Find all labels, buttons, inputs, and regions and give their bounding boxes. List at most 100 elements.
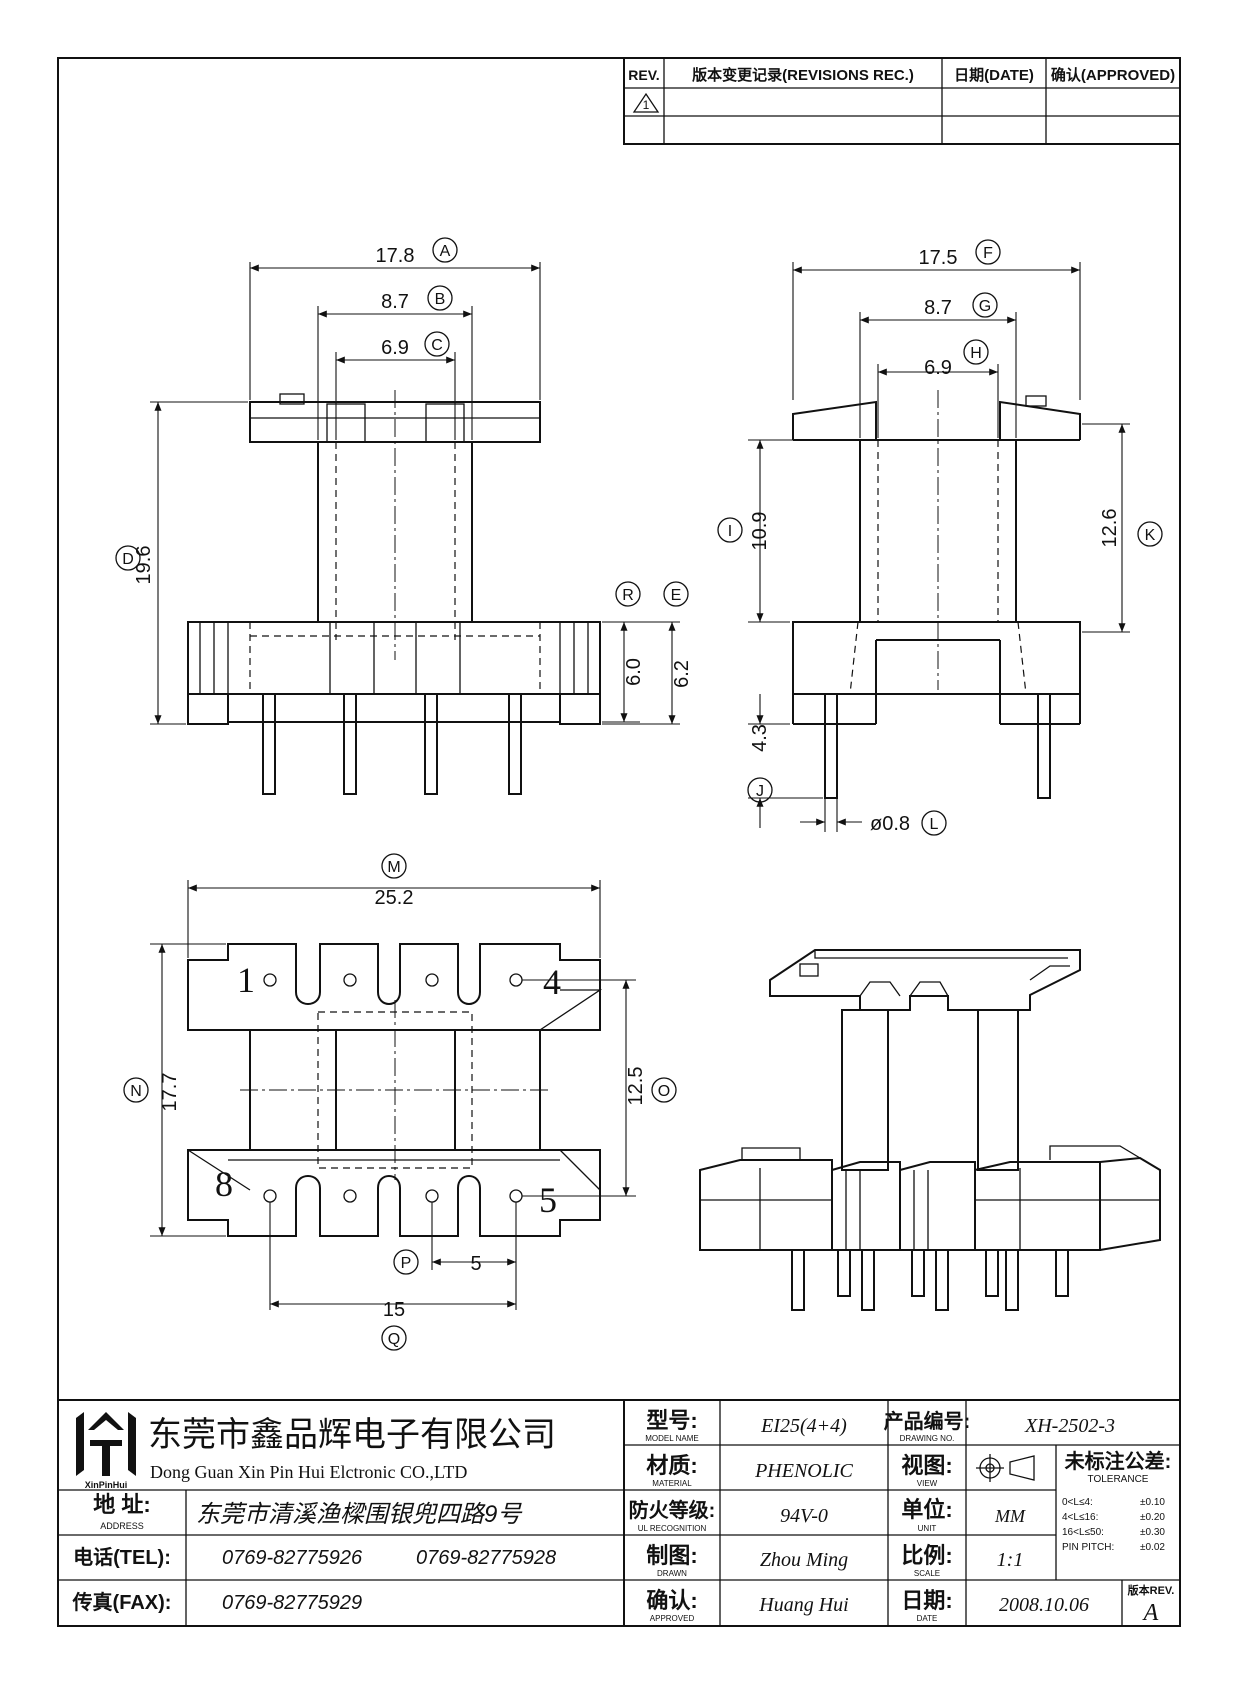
ul-label: 防火等级: <box>629 1498 716 1522</box>
drawn-label: 制图: <box>646 1543 697 1568</box>
dim-d-value: 19.6 <box>133 546 155 585</box>
scale-value: 1:1 <box>997 1549 1024 1571</box>
tolerance-sub: TOLERANCE <box>1088 1474 1149 1485</box>
tel-label: 电话(TEL): <box>73 1546 171 1569</box>
dim-c-tag: C <box>431 337 443 354</box>
date-value: 2008.10.06 <box>999 1594 1089 1616</box>
dim-l-tag: L <box>930 816 939 833</box>
address-label: 地 址: <box>93 1492 150 1517</box>
date-label: 日期: <box>901 1588 952 1613</box>
unit-label-sub: UNIT <box>918 1524 937 1533</box>
scale-label-sub: SCALE <box>914 1569 940 1578</box>
drawing-no-label-sub: DRAWING NO. <box>900 1434 955 1443</box>
dim-q-value: 15 <box>383 1299 405 1321</box>
unit-value: MM <box>994 1506 1026 1526</box>
dim-k-value: 12.6 <box>1099 509 1121 548</box>
pin-label-5: 5 <box>539 1180 557 1220</box>
dim-a-tag: A <box>440 243 451 260</box>
tolerance-range-1: 0<L≤4: <box>1062 1497 1093 1508</box>
dim-o-value: 12.5 <box>625 1067 647 1106</box>
model-value: EI25(4+4) <box>760 1415 847 1437</box>
pin-label-8: 8 <box>215 1164 233 1204</box>
tel-value-2: 0769-82775928 <box>416 1547 556 1569</box>
dim-r-tag: R <box>622 587 634 604</box>
tolerance-range-2: 4<L≤16: <box>1062 1512 1098 1523</box>
dim-f-value: 17.5 <box>919 247 958 269</box>
view-label-sub: VIEW <box>917 1479 938 1488</box>
date-header: 日期(DATE) <box>954 66 1034 84</box>
dim-p-tag: P <box>401 1255 412 1272</box>
company-name-en: Dong Guan Xin Pin Hui Elctronic CO.,LTD <box>150 1462 467 1482</box>
dim-k-tag: K <box>1145 527 1156 544</box>
sheet-border <box>57 57 1181 1627</box>
fax-label: 传真(FAX): <box>72 1590 172 1614</box>
logo-text: XinPinHui <box>85 1480 128 1490</box>
model-label-sub: MODEL NAME <box>645 1434 699 1443</box>
dim-a-value: 17.8 <box>376 245 415 267</box>
side-view-dimensions: 17.5 F 8.7 G 6.9 H 10.9 I 12.6 K 4.3 J <box>717 239 1163 836</box>
pin-label-4: 4 <box>543 962 561 1002</box>
dim-g-tag: G <box>979 298 991 315</box>
revision-label: 版本REV. <box>1128 1583 1175 1597</box>
bottom-view: 1 4 8 5 <box>187 943 603 1237</box>
front-view <box>187 390 601 795</box>
view-label: 视图: <box>901 1453 952 1478</box>
approved-label-sub: APPROVED <box>650 1614 695 1623</box>
title-block: XinPinHui 东莞市鑫品辉电子有限公司 Dong Guan Xin Pin… <box>57 1399 1181 1627</box>
side-view <box>792 390 1081 799</box>
dim-e-tag: E <box>671 587 682 604</box>
revision-triangle-icon <box>632 92 660 113</box>
drawn-label-sub: DRAWN <box>657 1569 687 1578</box>
tolerance-value-2: ±0.20 <box>1140 1512 1165 1523</box>
bottom-view-dimensions: 25.2 M 17.7 N 12.5 O 5 P 15 Q <box>123 853 677 1351</box>
dim-b-tag: B <box>435 291 446 308</box>
dim-m-tag: M <box>387 859 400 876</box>
fax-value: 0769-82775929 <box>222 1592 362 1614</box>
tolerance-value-3: ±0.30 <box>1140 1527 1165 1538</box>
dim-f-tag: F <box>983 245 993 262</box>
isometric-view <box>699 949 1161 1311</box>
company-logo: XinPinHui <box>76 1412 136 1490</box>
material-label-sub: MATERIAL <box>652 1479 692 1488</box>
address-label-sub: ADDRESS <box>100 1521 144 1531</box>
dim-j-value: 4.3 <box>749 724 771 752</box>
dim-q-tag: Q <box>388 1331 400 1348</box>
dim-i-value: 10.9 <box>749 512 771 551</box>
dim-l-value: ø0.8 <box>870 813 910 835</box>
approved-value: Huang Hui <box>758 1594 848 1616</box>
approved-header: 确认(APPROVED) <box>1051 66 1175 84</box>
ul-label-sub: UL RECOGNITION <box>638 1524 707 1533</box>
front-view-dimensions: 17.8 A 8.7 B 6.9 C 19.6 D 6.0 R 6.2 E <box>115 237 693 725</box>
revision-row-1-number: 1 <box>643 98 650 112</box>
dim-h-value: 6.9 <box>924 357 952 379</box>
drawing-no-value: XH-2502-3 <box>1024 1415 1115 1437</box>
rev-header: REV. <box>628 67 659 83</box>
dim-g-value: 8.7 <box>924 297 952 319</box>
tolerance-range-3: 16<L≤50: <box>1062 1527 1104 1538</box>
dim-o-tag: O <box>658 1083 670 1100</box>
address-value: 东莞市清溪渔樑围银兜四路9号 <box>196 1501 523 1528</box>
dim-e-value: 6.2 <box>671 660 693 688</box>
revision-block: REV. 版本变更记录(REVISIONS REC.) 日期(DATE) 确认(… <box>623 57 1181 145</box>
approved-label: 确认: <box>646 1588 697 1613</box>
dim-i-tag: I <box>728 523 732 540</box>
projection-symbol-icon <box>976 1454 1035 1482</box>
ul-value: 94V-0 <box>780 1505 828 1527</box>
revision-value: A <box>1142 1600 1159 1626</box>
drawn-value: Zhou Ming <box>760 1549 848 1571</box>
pin-label-1: 1 <box>237 960 255 1000</box>
drawing-no-label: 产品编号: <box>884 1409 971 1433</box>
dim-d-tag: D <box>122 551 134 568</box>
tolerance-range-4: PIN PITCH: <box>1062 1542 1114 1553</box>
dim-n-tag: N <box>130 1083 142 1100</box>
unit-label: 单位: <box>901 1497 952 1522</box>
dim-n-value: 17.7 <box>159 1073 181 1112</box>
dim-r-value: 6.0 <box>623 658 645 686</box>
tolerance-value-4: ±0.02 <box>1140 1542 1165 1553</box>
dim-j-tag: J <box>756 783 764 800</box>
material-value: PHENOLIC <box>754 1460 853 1482</box>
dim-b-value: 8.7 <box>381 291 409 313</box>
date-label-sub: DATE <box>917 1614 938 1623</box>
dim-m-value: 25.2 <box>375 887 414 909</box>
